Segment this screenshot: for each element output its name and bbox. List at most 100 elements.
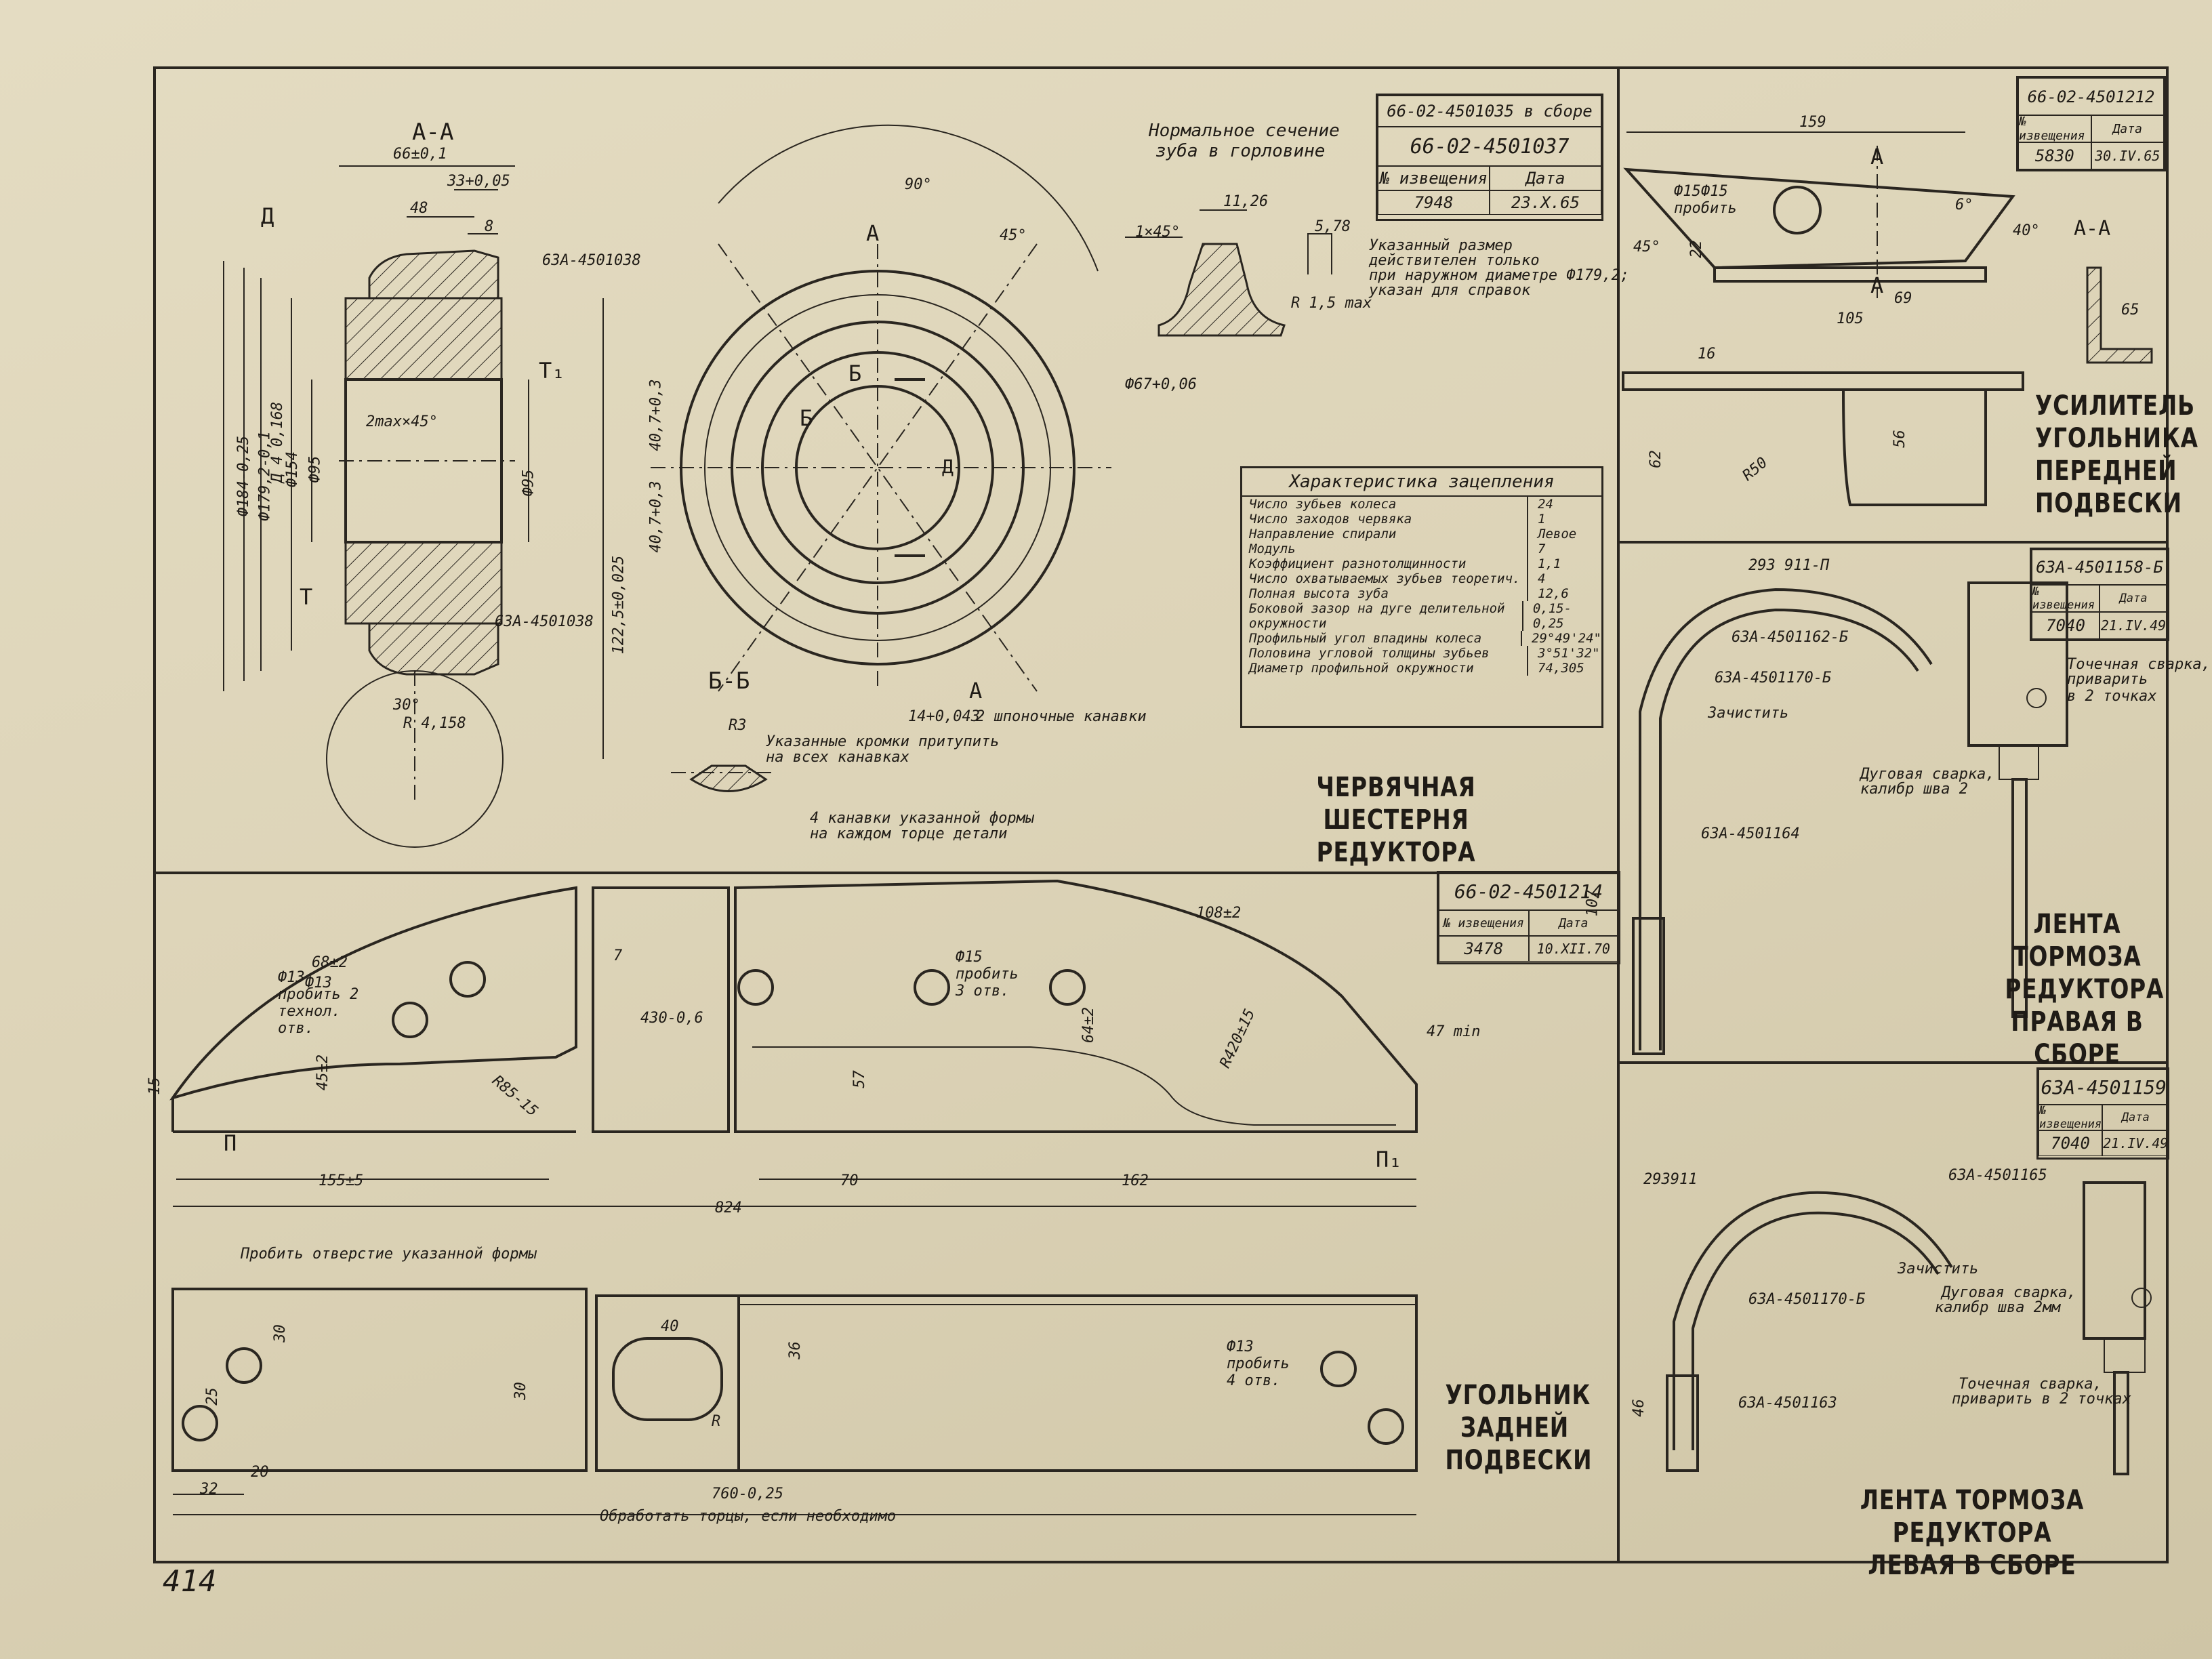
- notice-date: 30.IV.65: [2091, 142, 2164, 169]
- groove-detail: [689, 764, 768, 792]
- note: калибр шва 2: [1860, 781, 1968, 798]
- right-band-drawing: [1632, 581, 2068, 1055]
- dimension: Ф95: [306, 455, 324, 483]
- drawing-frame: [153, 66, 2169, 1563]
- notice-date: 21.IV.49: [2102, 1130, 2169, 1156]
- date-header: Дата: [2102, 1105, 2169, 1130]
- bracket-side-view: [169, 879, 1418, 1207]
- table-row: Число охватываемых зубьев теоретич.4: [1242, 571, 1601, 586]
- left-band-drawing: [1666, 1181, 2152, 1475]
- dimension: 108±2: [1196, 905, 1242, 922]
- note: Зачистить: [1708, 705, 1789, 722]
- view-marker: А: [866, 220, 880, 246]
- doc-number: 63А-4501159: [2039, 1069, 2169, 1105]
- dimension: 56: [1891, 430, 1908, 448]
- dimension: 65: [2121, 302, 2139, 319]
- note: приварить в 2 точках: [1952, 1391, 2131, 1408]
- dimension: Ф15: [1701, 183, 1728, 200]
- dimension: 20: [251, 1464, 269, 1481]
- notice-header: № извещения: [2032, 585, 2100, 612]
- dimension: 155±5: [319, 1172, 364, 1189]
- dimension: 25: [203, 1387, 221, 1406]
- doc-number: 66-02-4501212: [2018, 78, 2164, 115]
- dimension: 33+0,05: [447, 173, 510, 190]
- part-ref: 63А-4501163: [1738, 1395, 1837, 1412]
- note: Указанный размер: [1369, 237, 1513, 254]
- dimension: 824: [715, 1200, 742, 1216]
- dimension: Ф95: [520, 469, 537, 497]
- section-label: А-А: [2074, 217, 2111, 241]
- dimension: Ф154: [283, 451, 301, 487]
- dimension: 7: [613, 947, 623, 964]
- doc-number: 63А-4501158-Б: [2032, 550, 2167, 585]
- view-marker: Т₁: [539, 358, 565, 384]
- notice-header: № извещения: [1439, 910, 1529, 936]
- titleblock-bracket: 66-02-4501214 № извещения Дата 3478 10.X…: [1437, 871, 1620, 964]
- notice-date: 23.X.65: [1490, 190, 1601, 215]
- note: Дуговая сварка,: [1942, 1284, 2076, 1301]
- dimension: R 1,5 max: [1291, 295, 1372, 312]
- notice-date: 21.IV.49: [2100, 612, 2167, 639]
- doc-number-sub: 66-02-4501037: [1378, 127, 1601, 166]
- dimension: 15: [146, 1077, 163, 1095]
- dimension: 64±2: [1080, 1007, 1097, 1043]
- part-ref: 63А-4501170-Б: [1715, 670, 1832, 687]
- dimension: 45°: [1633, 239, 1660, 255]
- dimension: 45±2: [314, 1054, 331, 1090]
- dimension: 8: [485, 218, 494, 235]
- dimension: Ф184-0,25: [235, 435, 253, 517]
- titleblock-right-band: 63А-4501158-Б № извещения Дата 7040 21.I…: [2030, 548, 2169, 641]
- notice-header: № извещения: [2039, 1104, 2103, 1131]
- dimension: 16: [1698, 346, 1716, 363]
- view-marker: Б: [848, 361, 862, 386]
- part-ref: 63А-4501165: [1948, 1167, 2047, 1184]
- note: Точечная сварка,: [2067, 656, 2211, 673]
- section-label: Б-Б: [708, 668, 750, 695]
- dimension: 1×45°: [1135, 224, 1181, 241]
- table-row: Боковой зазор на дуге делительной окружн…: [1242, 601, 1601, 631]
- dimension: 57: [851, 1070, 868, 1088]
- dimension: 760-0,25: [712, 1486, 783, 1502]
- note: Ф15 пробить: [1674, 183, 1737, 217]
- notice-date: 10.XII.70: [1528, 936, 1618, 962]
- date-header: Дата: [1490, 166, 1601, 190]
- view-marker: П₁: [1376, 1147, 1402, 1172]
- dimension: 6°: [1955, 197, 1973, 213]
- part-ref: 63А-4501164: [1701, 825, 1800, 842]
- note: Указанные кромки притупить: [766, 733, 1000, 750]
- dimension: 40: [661, 1318, 679, 1335]
- note: Точечная сварка,: [1959, 1376, 2102, 1393]
- section-label: А-А: [412, 119, 454, 146]
- dimension: 30: [271, 1324, 289, 1343]
- dimension: R: [712, 1413, 721, 1430]
- dimension: 30: [512, 1382, 529, 1400]
- part-ref: 63А-4501162-Б: [1732, 629, 1849, 646]
- titleblock-reinforcement: 66-02-4501212 № извещения Дата 5830 30.I…: [2016, 76, 2166, 171]
- note: Пробить отверстие указанной формы: [241, 1246, 537, 1263]
- note: приварить в 2 точках: [2067, 671, 2157, 705]
- part-ref: 63А-4501038: [495, 613, 594, 630]
- view-marker: П: [224, 1130, 237, 1156]
- page-number: 414: [163, 1564, 217, 1599]
- view-marker: Т: [300, 584, 313, 610]
- dimension: 40°: [2013, 222, 2040, 239]
- note: при наружном диаметре Ф179,2;: [1369, 267, 1630, 284]
- dimension: 430-0,6: [640, 1010, 703, 1027]
- dimension: 162: [1122, 1172, 1149, 1189]
- note: Ф13 пробить 2 технол. отв.: [278, 969, 359, 1037]
- dimension: 159: [1799, 114, 1826, 131]
- dimension: Ф67+0,06: [1125, 376, 1197, 393]
- dimension: 36: [786, 1341, 804, 1359]
- dimension: 22: [1687, 240, 1705, 258]
- dimension: 2max×45°: [366, 413, 438, 430]
- dimension: 46: [1630, 1399, 1647, 1417]
- dimension: R 4,158: [403, 715, 466, 732]
